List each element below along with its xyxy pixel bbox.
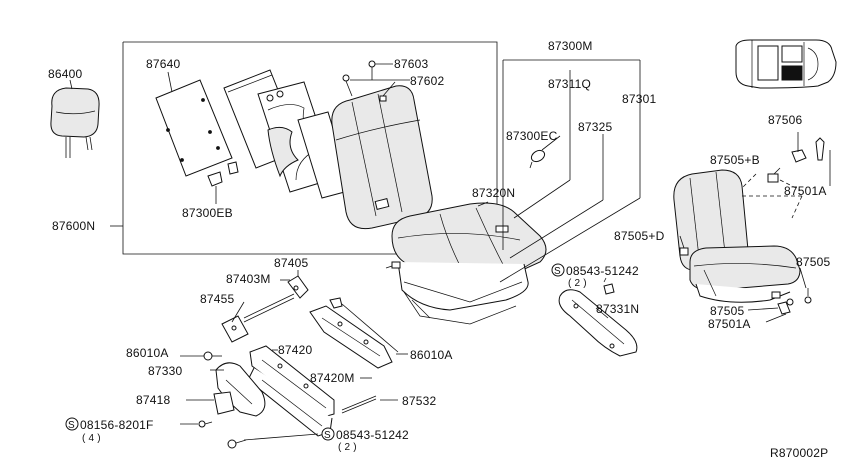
label-87505-b: 87505+B <box>710 153 760 167</box>
s-mark-left: S <box>68 420 75 431</box>
clip-87300eb-part <box>207 161 239 204</box>
label-08543-top: 08543-51242 <box>566 264 639 278</box>
car-location-icon <box>735 39 837 89</box>
label-87320n: 87320N <box>472 186 515 200</box>
seat-back-cushion-part <box>331 85 433 230</box>
label-87455: 87455 <box>200 292 234 306</box>
cushion-leader-lines <box>477 59 641 283</box>
back-board-part <box>155 71 233 177</box>
label-87506: 87506 <box>768 113 802 127</box>
right-small-parts <box>767 137 825 315</box>
label-87600n: 87600N <box>52 219 95 233</box>
bolt-parts <box>198 351 377 449</box>
right-seat-part <box>673 169 801 303</box>
label-87505-right: 87505 <box>796 255 830 269</box>
label-87300eb: 87300EB <box>182 206 233 220</box>
label-08543-bottom-qty: ( 2 ) <box>338 442 357 453</box>
label-87505-low: 87505 <box>710 304 744 318</box>
label-08543-top-qty: ( 2 ) <box>568 278 587 289</box>
label-86010a-left: 86010A <box>126 346 169 360</box>
label-86400: 86400 <box>48 67 82 81</box>
recliner-parts <box>221 275 399 353</box>
back-layer-parts <box>223 69 353 199</box>
label-87501a-top: 87501A <box>784 184 827 198</box>
label-87331n: 87331N <box>596 302 639 316</box>
label-87330: 87330 <box>148 364 182 378</box>
s-mark-icon-bottom <box>321 427 335 441</box>
seat-track-part <box>247 305 393 437</box>
label-87420m: 87420M <box>310 371 355 385</box>
s-mark-top: S <box>554 266 561 277</box>
lower-leader-lines <box>180 270 408 441</box>
label-08543-bottom: 08543-51242 <box>336 428 409 442</box>
label-87311q: 87311Q <box>548 77 591 91</box>
s-mark-bottom: S <box>324 430 331 441</box>
label-87603: 87603 <box>394 57 428 71</box>
label-87403m: 87403M <box>226 272 271 286</box>
label-87300ec: 87300EC <box>506 129 558 143</box>
label-87505-d: 87505+D <box>614 229 665 243</box>
label-08156-qty: ( 4 ) <box>82 433 101 444</box>
clip-87300ec-part <box>529 149 546 169</box>
right-leader-lines <box>679 132 831 323</box>
s-mark-icon-left <box>65 417 79 431</box>
label-87418: 87418 <box>136 393 170 407</box>
label-87640: 87640 <box>146 57 180 71</box>
side-trim-part <box>558 277 638 357</box>
headrest-part <box>50 79 100 158</box>
label-87301: 87301 <box>622 92 656 106</box>
label-87602: 87602 <box>410 74 444 88</box>
label-87325: 87325 <box>578 120 612 134</box>
label-87300m: 87300M <box>548 39 593 53</box>
part-labels: 86400 87640 87603 87602 87300M 87311Q 87… <box>48 39 830 460</box>
reference-code: R870002P <box>770 446 828 460</box>
label-86010a-right: 86010A <box>410 348 453 362</box>
label-87532: 87532 <box>402 394 436 408</box>
track-cover-part <box>213 362 266 417</box>
seat-cushion-part <box>385 202 547 325</box>
label-87501a-low: 87501A <box>708 317 751 331</box>
label-87420: 87420 <box>278 343 312 357</box>
clip-parts <box>342 60 410 102</box>
label-87405: 87405 <box>274 256 308 270</box>
s-mark-icon <box>551 263 565 277</box>
label-08156: 08156-8201F <box>80 418 154 432</box>
